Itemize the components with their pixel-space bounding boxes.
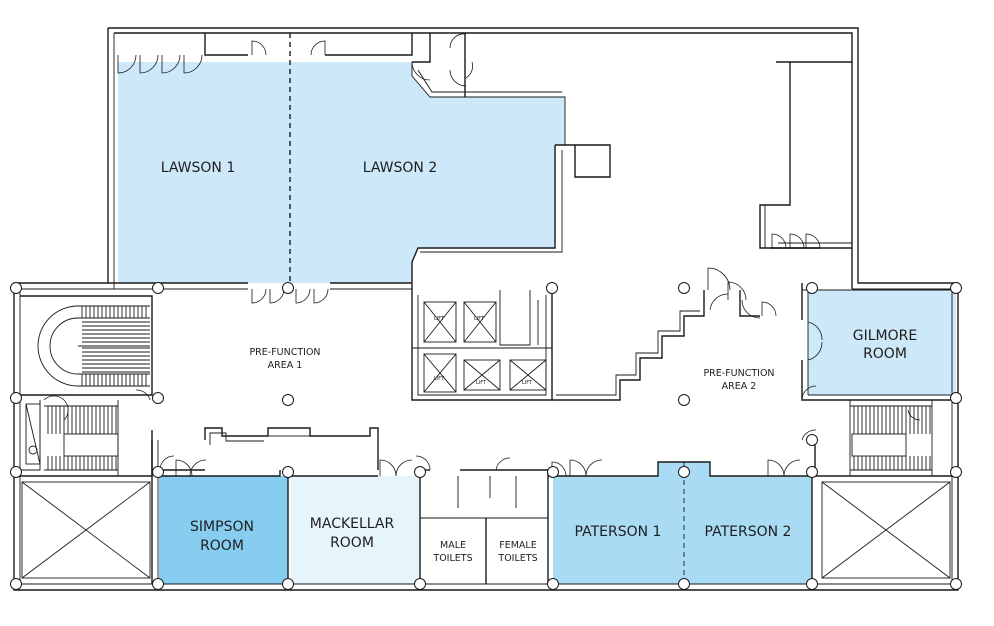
column (282, 578, 294, 590)
column (282, 394, 294, 406)
column (678, 466, 690, 478)
room-label-male-toilets-2: TOILETS (432, 553, 472, 564)
room-label-gilmore-1: GILMORE (853, 328, 917, 344)
column (950, 392, 962, 404)
column (152, 282, 164, 294)
column (152, 466, 164, 478)
column (414, 466, 426, 478)
column (547, 578, 559, 590)
column (546, 282, 558, 294)
column (806, 578, 818, 590)
column (678, 394, 690, 406)
area-label-prefunction-2a: PRE-FUNCTION (703, 368, 774, 379)
column (806, 466, 818, 478)
lift-label-2: LIFT (474, 316, 485, 322)
room-label-paterson-2: PATERSON 2 (705, 524, 792, 540)
column (282, 282, 294, 294)
gilmore-room-fill (808, 290, 956, 395)
column (152, 392, 164, 404)
column (806, 282, 818, 294)
lift-label-3: LIFT (434, 376, 445, 382)
column (10, 466, 22, 478)
room-label-simpson-2: ROOM (200, 538, 244, 554)
right-stair (814, 400, 958, 477)
mackellar-room-fill (291, 476, 419, 584)
column (282, 466, 294, 478)
voids (21, 481, 951, 579)
simpson-room-fill (159, 476, 288, 584)
gilmore-walls (801, 283, 958, 401)
stepped-wall (552, 290, 760, 401)
lift-label-5: LIFT (522, 380, 533, 386)
column (950, 466, 962, 478)
column (414, 578, 426, 590)
room-label-lawson-1: LAWSON 1 (161, 160, 236, 176)
column (950, 578, 962, 590)
room-fills (118, 62, 956, 584)
column (10, 282, 22, 294)
column (547, 466, 559, 478)
room-label-female-toilets-1: FEMALE (499, 540, 536, 551)
lift-core: LIFT LIFT LIFT LIFT LIFT (411, 290, 553, 401)
lawson-1-fill (118, 62, 290, 283)
room-label-female-toilets-2: TOILETS (497, 553, 537, 564)
column (678, 282, 690, 294)
room-label-gilmore-2: ROOM (863, 346, 907, 362)
area-label-prefunction-1b: AREA 1 (268, 360, 303, 371)
column (10, 578, 22, 590)
area-label-prefunction-2b: AREA 2 (722, 381, 757, 392)
labels: LAWSON 1 LAWSON 2 GILMORE ROOM SIMPSON R… (161, 160, 917, 564)
room-label-mackellar-1: MACKELLAR (310, 516, 395, 532)
south-room-walls (151, 427, 813, 584)
room-label-mackellar-2: ROOM (330, 535, 374, 551)
column (10, 392, 22, 404)
lift-label-4: LIFT (476, 380, 487, 386)
room-label-simpson-1: SIMPSON (190, 519, 254, 535)
area-label-prefunction-1a: PRE-FUNCTION (249, 347, 320, 358)
door-swings (43, 33, 921, 477)
lawson-2-fill (290, 62, 565, 283)
room-label-male-toilets-1: MALE (440, 540, 466, 551)
room-label-paterson-1: PATERSON 1 (575, 524, 662, 540)
room-label-lawson-2: LAWSON 2 (363, 160, 438, 176)
column (678, 578, 690, 590)
paterson-2-fill (684, 462, 812, 584)
left-stair (14, 295, 153, 477)
lift-label-1: LIFT (434, 316, 445, 322)
column (950, 282, 962, 294)
paterson-1-fill (553, 462, 684, 584)
columns (10, 282, 962, 590)
column (152, 578, 164, 590)
column (806, 434, 818, 446)
